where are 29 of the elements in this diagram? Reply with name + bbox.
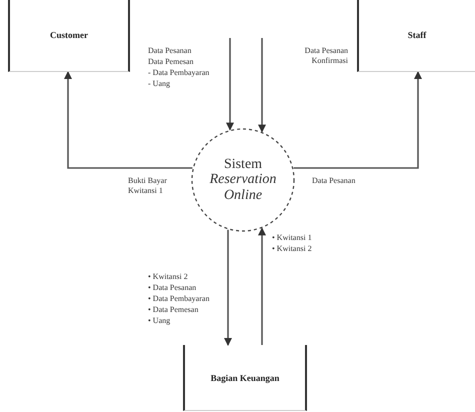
entity-name: Bagian Keuangan <box>210 372 280 382</box>
flow-label: - Uang <box>148 79 171 89</box>
arrow <box>224 230 232 346</box>
flow-label: • Kwitansi 1 <box>272 233 313 243</box>
flow-label: Data Pemesan <box>148 57 195 67</box>
arrow <box>294 71 422 169</box>
flow-label: • Data Pesanan <box>148 283 198 293</box>
arrow <box>258 38 266 133</box>
flow-label: • Uang <box>148 316 172 326</box>
edge-label: Data Pesanan <box>312 176 356 186</box>
edge-label: Bukti Bayar Kwitansi 1 <box>128 176 168 196</box>
arrow <box>64 71 192 169</box>
flow-label: • Kwitansi 2 <box>148 272 189 282</box>
process-name: Reservation Online <box>208 172 278 204</box>
arrow <box>258 227 266 345</box>
flow-label: Data Pesanan <box>148 46 192 56</box>
flow-label: • Kwitansi 2 <box>272 244 313 254</box>
process-circle <box>191 128 295 232</box>
flow-label: - Data Pembayaran <box>148 68 210 78</box>
process-name: Sistem <box>224 156 262 172</box>
arrow <box>226 38 234 131</box>
flow-label: Data Pesanan Konfirmasi <box>304 46 348 66</box>
flow-label: • Data Pemesan <box>148 305 200 315</box>
flow-label: • Data Pembayaran <box>148 294 210 304</box>
external-entity-box <box>357 0 475 72</box>
entity-name: Customer <box>50 30 88 40</box>
external-entity-box <box>183 345 307 411</box>
entity-name: Staff <box>408 30 426 40</box>
external-entity-box <box>8 0 130 72</box>
